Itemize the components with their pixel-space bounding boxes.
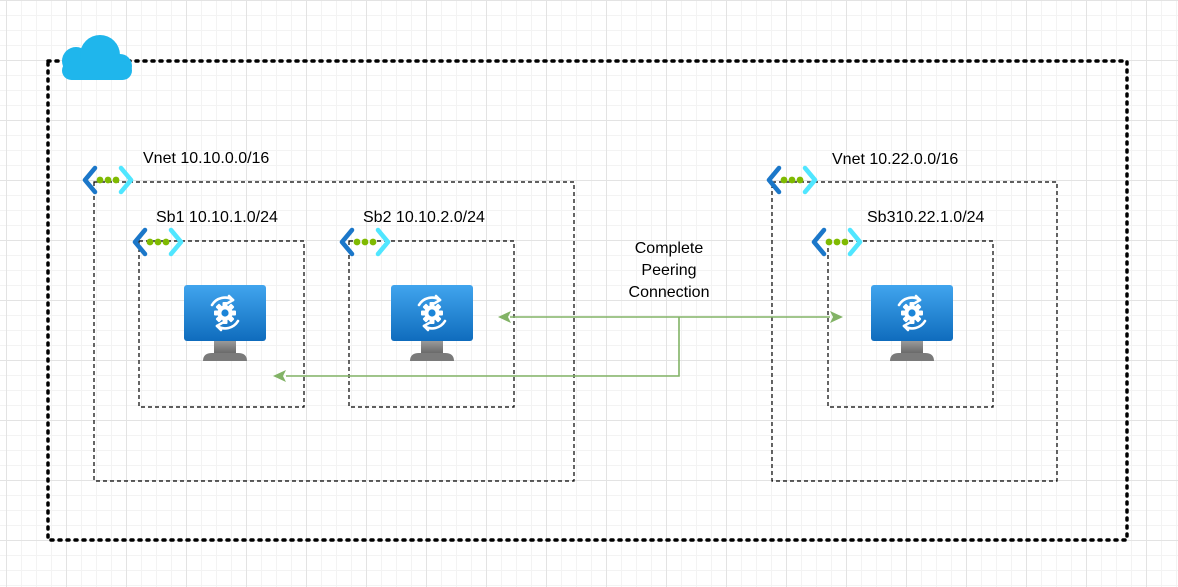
sb3-label: Sb310.22.1.0/24	[867, 209, 985, 226]
vm2-icon	[391, 285, 473, 361]
peering-connector	[286, 316, 830, 377]
sb1-boundary	[138, 240, 305, 408]
sb1-label: Sb1 10.10.1.0/24	[156, 209, 278, 226]
sb3-boundary	[827, 240, 994, 408]
arrowhead-vm2	[498, 311, 511, 323]
arrowheads	[273, 311, 843, 382]
vm3-icon	[871, 285, 953, 361]
sb1-network-icon	[135, 230, 181, 254]
sb2-label: Sb2 10.10.2.0/24	[363, 209, 485, 226]
peering-label-line-2: Peering	[641, 262, 697, 279]
vnet2-boundary	[771, 181, 1058, 482]
vnet2-icon	[769, 168, 815, 192]
peering-label-line-3: Connection	[628, 284, 710, 301]
vnet1-label: Vnet 10.10.0.0/16	[143, 150, 270, 167]
vnet2-label: Vnet 10.22.0.0/16	[832, 151, 959, 168]
peering-label-line-1: Complete	[634, 240, 704, 257]
vnet1-icon	[85, 168, 131, 192]
peering-label: Complete Peering Connection	[609, 238, 729, 304]
arrowhead-vm3	[830, 311, 843, 323]
arrowhead-vm1	[273, 370, 286, 382]
cloud-icon	[62, 35, 132, 80]
sb3-network-icon	[814, 230, 860, 254]
cloud-boundary	[46, 59, 1129, 542]
vnet1-boundary	[93, 181, 575, 482]
vm1-icon	[184, 285, 266, 361]
sb2-boundary	[348, 240, 515, 408]
